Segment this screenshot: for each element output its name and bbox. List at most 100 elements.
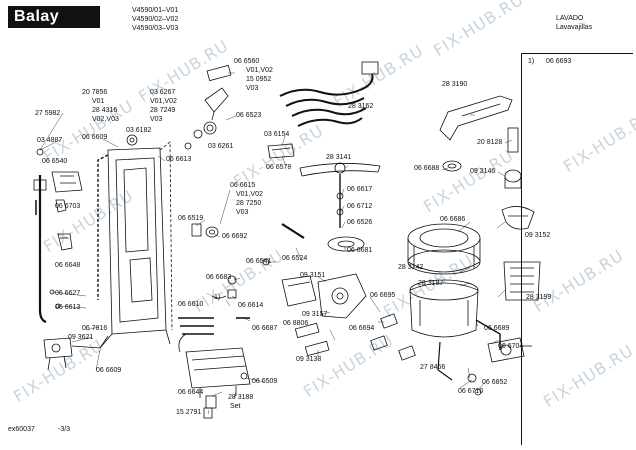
pin-part <box>281 223 305 239</box>
washer-part <box>336 208 344 216</box>
part-label: 06 6609 <box>82 134 108 141</box>
part-label: 20 7856 <box>82 89 108 96</box>
clip-part <box>227 289 237 299</box>
circulation-pump-part <box>317 273 367 319</box>
model-line-3: V4590/03–V03 <box>132 25 179 32</box>
part-label: 1) <box>214 294 221 301</box>
pump-part <box>409 282 479 338</box>
part-label: 06 6613 <box>55 304 81 311</box>
part-label: 03 6182 <box>126 127 152 134</box>
part-label: 06 6524 <box>282 255 308 262</box>
bracket-part <box>51 171 83 193</box>
part-label: 06 6609 <box>96 367 122 374</box>
pipe-part <box>294 322 320 339</box>
nut-part <box>442 160 462 172</box>
part-label: 06 6692 <box>222 233 248 240</box>
part-label: 06 8806 <box>283 320 309 327</box>
part-label: 06 6610 <box>178 301 204 308</box>
part-label: 09 3146 <box>470 168 496 175</box>
part-label: 28 7249 <box>150 107 176 114</box>
screen-part <box>503 261 541 301</box>
tube-part <box>97 154 109 300</box>
part-label: 06 6689 <box>484 325 510 332</box>
part-label: 06 6852 <box>482 379 508 386</box>
part-label: 09 3152 <box>525 232 551 239</box>
brand-name: Balay <box>14 8 60 25</box>
part-label: V01,V02 <box>150 98 177 105</box>
part-label: 20 8128 <box>477 139 503 146</box>
part-label: 09 3157 <box>302 311 328 318</box>
spray-arm-part <box>299 163 381 177</box>
part-label: 06 6613 <box>166 156 192 163</box>
bushing-part <box>398 345 416 361</box>
lever-part <box>204 87 229 113</box>
washer-part <box>336 192 344 200</box>
part-label: 09 3151 <box>300 272 326 279</box>
part-label: 28 4316 <box>92 107 118 114</box>
part-label: V01,V02 <box>246 67 273 74</box>
bushing-part <box>380 313 398 329</box>
motor-part <box>281 275 317 307</box>
hose-part <box>475 319 501 350</box>
spray-arm-part <box>439 95 513 141</box>
part-label: 06 6704 <box>498 343 524 350</box>
part-label: 06 6523 <box>236 112 262 119</box>
part-label: 28 3199 <box>526 294 552 301</box>
clip-part <box>55 199 67 213</box>
part-label: 09 3621 <box>68 334 94 341</box>
part-label: V03 <box>236 209 249 216</box>
part-label: 06 6703 <box>55 203 81 210</box>
part-label: 06 6560 <box>234 58 260 65</box>
part-label: 06 6614 <box>238 302 264 309</box>
part-label: 06 6712 <box>347 203 373 210</box>
part-label: 28 3187 <box>418 280 444 287</box>
tube-part <box>507 127 519 153</box>
part-label: 06 6617 <box>347 186 373 193</box>
reference-box <box>521 53 633 54</box>
connector-part <box>203 407 213 419</box>
part-label: 06 6648 <box>55 262 81 269</box>
category-subtitle: Lavavajillas <box>556 24 593 31</box>
bushing-part <box>370 335 388 351</box>
page-number: -3/3 <box>58 426 71 433</box>
ref-index: 1) <box>528 58 535 65</box>
model-line-2: V4590/02–V02 <box>132 16 179 23</box>
float-part <box>501 206 535 230</box>
part-label: 03 6154 <box>264 131 290 138</box>
reference-box-border <box>521 53 522 445</box>
filter-part <box>504 169 522 183</box>
part-label: 06 6688 <box>414 165 440 172</box>
part-label: V03 <box>150 116 163 123</box>
category-title: LAVADO <box>556 15 584 22</box>
part-label: 06 6644 <box>178 389 204 396</box>
part-label: 06 6683 <box>206 274 232 281</box>
heater-assembly-part <box>185 347 251 389</box>
heater-part <box>279 73 374 97</box>
valve-part <box>43 337 73 359</box>
part-label: 28 7250 <box>236 200 262 207</box>
part-label: 15 2791 <box>176 409 202 416</box>
hose-part <box>38 175 47 324</box>
part-label: 28 3142 <box>398 264 424 271</box>
seal-part <box>203 121 217 135</box>
part-label: 06 6541 <box>246 258 272 265</box>
part-label: 03 6261 <box>208 143 234 150</box>
part-label: 06 6695 <box>370 292 396 299</box>
clip-part <box>191 223 202 237</box>
seal-part <box>467 373 477 383</box>
seal-part <box>205 226 219 238</box>
part-label: 06 6519 <box>178 215 204 222</box>
clip-part <box>57 233 73 251</box>
part-label: V01 <box>92 98 105 105</box>
part-label: 06 6627 <box>55 290 81 297</box>
brand-logo: Balay <box>8 6 100 28</box>
seal-part <box>474 388 482 396</box>
part-label: 03 4887 <box>37 137 63 144</box>
bracket-part <box>267 143 295 159</box>
part-label: 06 6615 <box>230 182 256 189</box>
part-label: 06 6526 <box>347 219 373 226</box>
part-label: V02,V03 <box>92 116 119 123</box>
cap-part <box>126 134 138 146</box>
part-label: 06 6681 <box>347 247 373 254</box>
